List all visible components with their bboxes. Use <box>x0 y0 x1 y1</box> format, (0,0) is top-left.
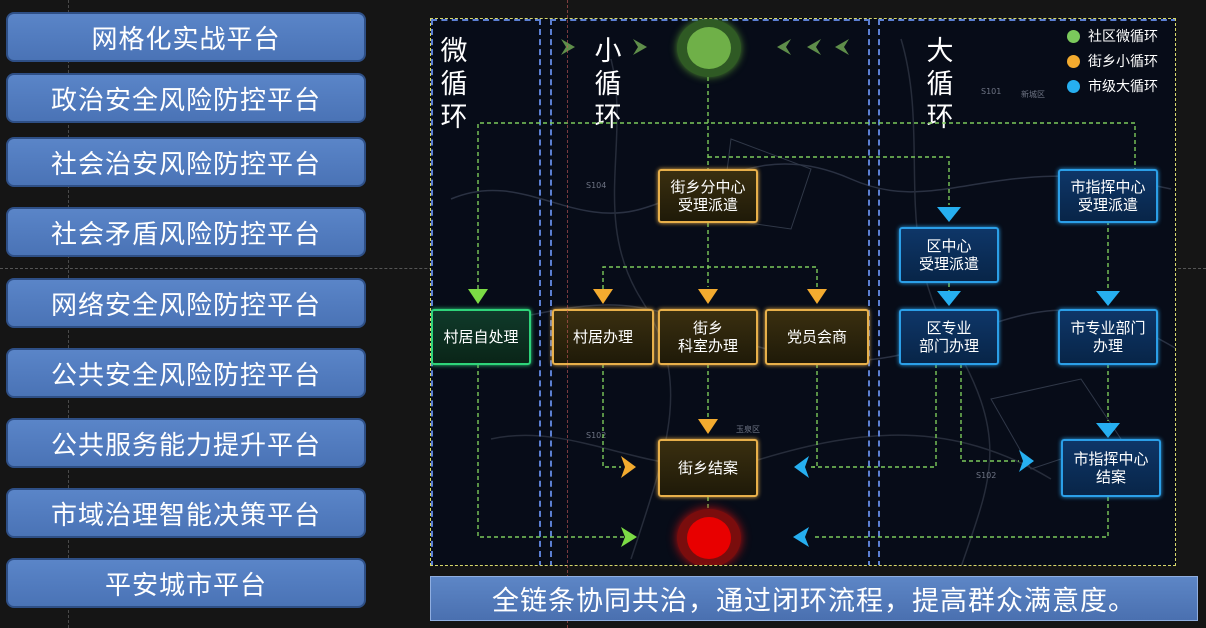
map-label: 玉泉区 <box>736 425 760 434</box>
large-loop-label: 大循环 <box>926 36 954 133</box>
node-district-dept[interactable]: 区专业 部门办理 <box>899 309 999 365</box>
menu-decision-platform[interactable]: 市域治理智能决策平台 <box>6 488 366 538</box>
legend-label: 市级大循环 <box>1088 79 1158 95</box>
legend-dot-blue <box>1067 79 1080 93</box>
node-village-self[interactable]: 村居自处理 <box>431 309 531 365</box>
micro-loop-zone <box>431 19 541 565</box>
closed-loop-diagram: S101 新城区 S104 S102 玉泉区 S102 微循环 小循环 大循环 <box>430 18 1176 566</box>
map-label: 新城区 <box>1021 90 1045 99</box>
summary-banner: 全链条协同共治，通过闭环流程，提高群众满意度。 <box>430 576 1198 621</box>
menu-social-conflict-platform[interactable]: 社会矛盾风险防控平台 <box>6 207 366 257</box>
menu-safe-city-platform[interactable]: 平安城市平台 <box>6 558 366 608</box>
map-label: S104 <box>586 181 607 190</box>
menu-public-service-platform[interactable]: 公共服务能力提升平台 <box>6 418 366 468</box>
map-label: S101 <box>981 87 1002 96</box>
legend-item-large: 市级大循环 <box>1067 75 1158 97</box>
legend-label: 街乡小循环 <box>1088 54 1158 70</box>
node-city-dept[interactable]: 市专业部门 办理 <box>1058 309 1158 365</box>
small-loop-label: 小循环 <box>594 36 622 133</box>
menu-cyber-security-platform[interactable]: 网络安全风险防控平台 <box>6 278 366 328</box>
node-village-handle[interactable]: 村居办理 <box>552 309 654 365</box>
large-loop-zone <box>878 19 1175 565</box>
menu-political-security-platform[interactable]: 政治安全风险防控平台 <box>6 73 366 123</box>
micro-loop-label: 微循环 <box>440 36 468 133</box>
legend-dot-orange <box>1067 54 1080 68</box>
legend-label: 社区微循环 <box>1088 29 1158 45</box>
node-street-office[interactable]: 街乡 科室办理 <box>658 309 758 365</box>
flow-connectors <box>468 39 1136 547</box>
map-label: S102 <box>586 431 607 440</box>
end-circle <box>687 517 731 559</box>
legend-item-micro: 社区微循环 <box>1067 25 1158 47</box>
menu-public-order-platform[interactable]: 社会治安风险防控平台 <box>6 137 366 187</box>
menu-public-safety-platform[interactable]: 公共安全风险防控平台 <box>6 348 366 398</box>
map-label: S102 <box>976 471 997 480</box>
guide-line-vertical-red <box>567 0 568 628</box>
menu-grid-combat-platform[interactable]: 网格化实战平台 <box>6 12 366 62</box>
node-city-command[interactable]: 市指挥中心 受理派遣 <box>1058 169 1158 223</box>
node-party-consult[interactable]: 党员会商 <box>765 309 869 365</box>
node-district-center[interactable]: 区中心 受理派遣 <box>899 227 999 283</box>
start-circle <box>687 27 731 69</box>
node-street-center[interactable]: 街乡分中心 受理派遣 <box>658 169 758 223</box>
node-street-close[interactable]: 街乡结案 <box>658 439 758 497</box>
node-city-close[interactable]: 市指挥中心 结案 <box>1061 439 1161 497</box>
legend-dot-green <box>1067 29 1080 43</box>
legend-item-small: 街乡小循环 <box>1067 50 1158 72</box>
